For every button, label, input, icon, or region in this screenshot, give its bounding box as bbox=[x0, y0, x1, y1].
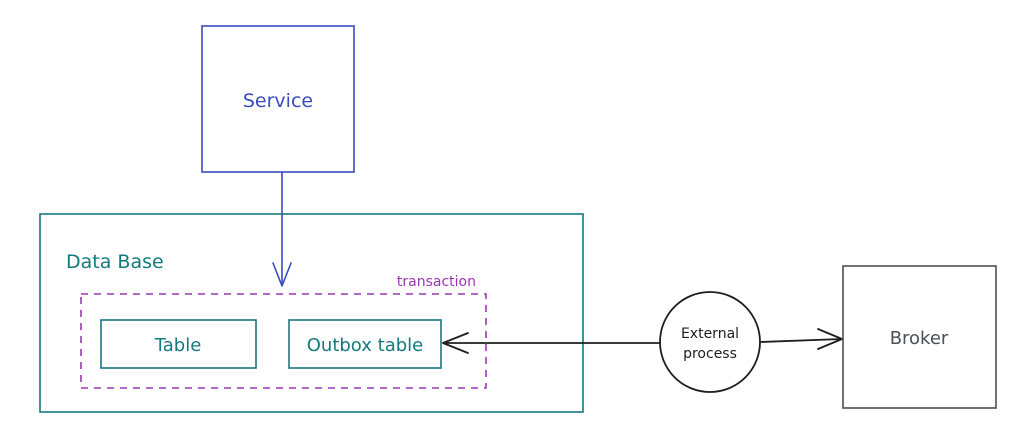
outbox-table-box bbox=[288, 319, 442, 369]
external-process-label-line2: process bbox=[683, 346, 737, 362]
service-label: Service bbox=[243, 90, 313, 112]
transaction-label: transaction bbox=[397, 274, 476, 290]
table-box bbox=[100, 319, 257, 369]
external-process-label-line1: External bbox=[681, 326, 739, 342]
external-to-outbox-arrow bbox=[442, 332, 660, 354]
table-label: Table bbox=[154, 335, 202, 356]
broker-node[interactable]: Broker bbox=[842, 265, 997, 409]
database-node[interactable]: Data Base bbox=[39, 213, 584, 413]
external-process-circle bbox=[659, 291, 761, 393]
service-node[interactable]: Service bbox=[201, 25, 355, 173]
database-box bbox=[39, 213, 584, 413]
outbox-table-label: Outbox table bbox=[307, 335, 423, 356]
broker-box bbox=[842, 265, 997, 409]
service-to-outbox-arrow bbox=[272, 172, 292, 287]
external-process-node[interactable]: External process bbox=[659, 291, 761, 393]
table-node[interactable]: Table bbox=[100, 319, 257, 369]
database-label: Data Base bbox=[66, 251, 164, 273]
external-to-broker-arrow bbox=[759, 328, 843, 350]
broker-label: Broker bbox=[890, 328, 949, 349]
service-box bbox=[201, 25, 355, 173]
outbox-table-node[interactable]: Outbox table bbox=[288, 319, 442, 369]
transaction-box bbox=[80, 293, 487, 389]
transaction-boundary: transaction bbox=[80, 274, 487, 389]
